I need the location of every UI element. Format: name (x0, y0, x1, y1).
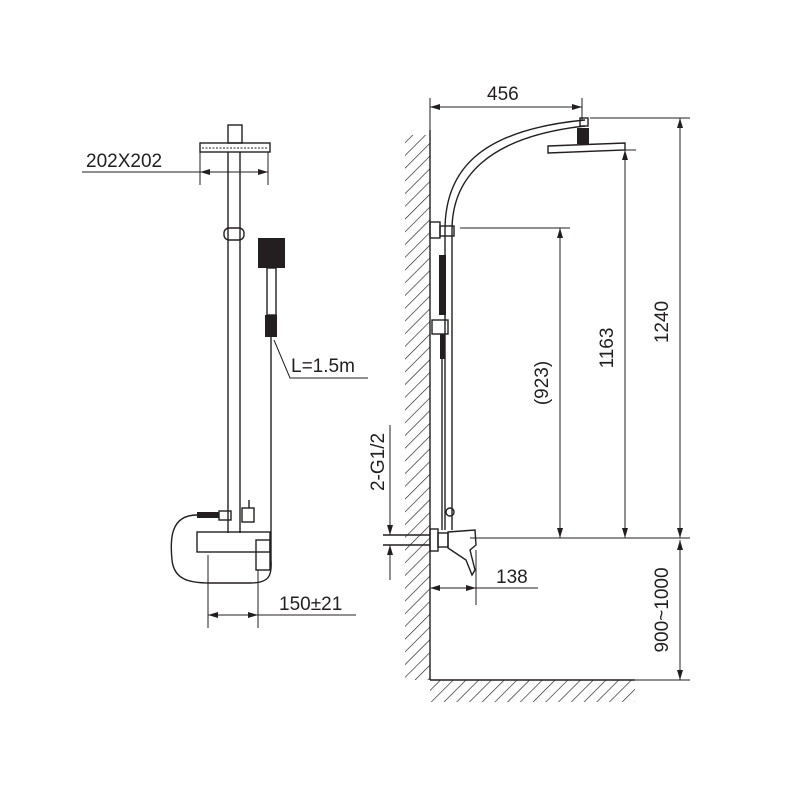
install-height-label: 900~1000 (652, 567, 673, 652)
head-height-label: 1163 (597, 328, 618, 369)
inlet-thread-label: 2-G1/2 (368, 433, 389, 491)
total-height-label: 1240 (652, 301, 673, 343)
slide-bar-height-label: (923) (532, 361, 553, 405)
riser-pipe (223, 152, 245, 533)
dimension-head-size: 202X202 (82, 151, 269, 185)
dimension-inlet-thread: 2-G1/2 (368, 425, 393, 580)
dimension-head-height: 1163 (597, 149, 636, 538)
inlet-spacing-label: 150±21 (279, 594, 342, 615)
head-size-label: 202X202 (86, 151, 162, 172)
overhead-shower-head (199, 124, 271, 153)
dimension-mixer-depth: 138 (430, 550, 538, 605)
hose-length-label: L=1.5m (291, 356, 355, 377)
dimension-inlet-spacing: 150±21 (207, 555, 356, 628)
shower-column (429, 117, 626, 530)
side-view: 456 (923) 1163 1240 900~1000 2-G1/2 (368, 84, 690, 702)
mixer-depth-label: 138 (496, 567, 528, 588)
mixer-valve (170, 500, 272, 584)
front-view: 202X202 L=1.5m 150±21 (82, 124, 368, 628)
dimension-install-height: 900~1000 (635, 540, 690, 681)
dimension-hose-length: L=1.5m (273, 339, 368, 379)
arm-reach-label: 456 (487, 84, 519, 105)
wall (405, 130, 635, 702)
dimension-total-height: 1240 (470, 117, 690, 539)
dimension-arm-reach: 456 (429, 84, 583, 130)
dimension-slide-bar: (923) (460, 227, 570, 538)
hand-shower (258, 238, 285, 560)
